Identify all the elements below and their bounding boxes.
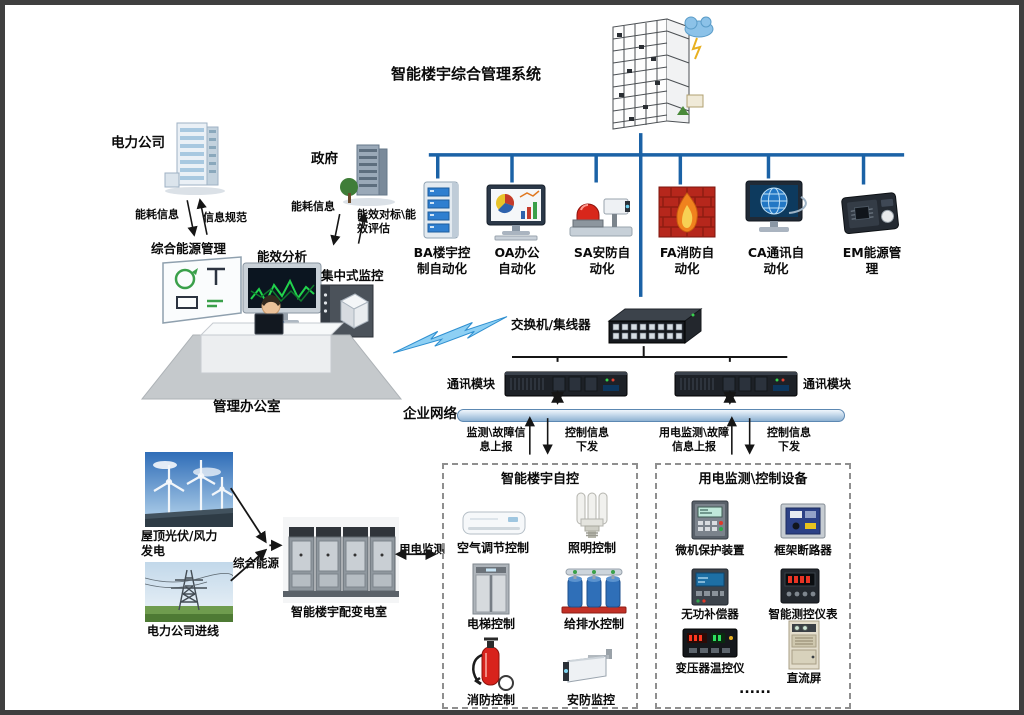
enterprise-network-label: 企业网络 (403, 406, 457, 422)
pylon-icon (171, 569, 207, 611)
integrated-energy-label: 综合能源 (233, 556, 279, 570)
wind-pv-photo (145, 452, 233, 527)
power-monitor-box: 用电监测\控制设备 微机保护装置 框架断路器 (655, 463, 851, 709)
government-building-icon (340, 144, 395, 206)
energy-info-label-2: 能耗信息 (291, 200, 335, 213)
lighting-control-label: 照明控制 (567, 541, 616, 555)
subsystem-label-oa: OA办公自动化 (494, 245, 540, 276)
power-line-photo (145, 562, 233, 622)
power-company-building-icon (164, 122, 225, 195)
ellipsis-label: ...... (739, 681, 771, 697)
desktop-monitor (254, 313, 284, 335)
power-monitoring-label: 用电监测 (399, 542, 445, 556)
fire-extinguisher-icon (472, 637, 514, 691)
cloud-icon (684, 16, 714, 38)
power-monitor-box-title: 用电监测\控制设备 (698, 472, 808, 487)
comm-module-left-label: 通讯模块 (447, 377, 496, 391)
fa-firewall-flame-icon (658, 186, 716, 238)
info-standard-label: 信息规范 (203, 211, 247, 224)
air-conditioner-icon (462, 511, 526, 535)
frame-breaker-icon (780, 503, 826, 539)
subsystem-label-ba: BA楼宇控制自动化 (413, 245, 471, 276)
energy-analysis-label: 能效分析 (257, 249, 308, 264)
frame-breaker-label: 框架断路器 (774, 543, 832, 557)
control-down-left-label: 控制信息下发 (565, 426, 609, 454)
hvac-control-label: 空气调节控制 (456, 541, 529, 555)
comm-module-right-icon (674, 371, 798, 397)
temp-controller-label: 变压器温控仪 (675, 661, 745, 675)
oa-monitor-chart-icon (486, 184, 546, 241)
dc-panel-label: 直流屏 (786, 671, 822, 685)
subsystem-label-ca: CA通讯自动化 (747, 245, 805, 276)
power-info-down-arrow (186, 200, 198, 237)
smart-meter-label: 智能测控仪表 (768, 607, 838, 621)
network-switch-icon (607, 308, 703, 344)
sa-alarm-camera-icon (569, 198, 633, 237)
monitor-report-right-label: 用电监测\故障信息上报 (658, 426, 730, 454)
central-monitoring-label: 集中式监控 (321, 268, 384, 283)
temp-controller-icon (682, 628, 738, 658)
page-title: 智能楼宇综合管理系统 (391, 65, 542, 83)
desk (200, 334, 332, 374)
reactive-compensator-icon (691, 568, 729, 606)
em-energy-device-icon (841, 192, 899, 235)
security-monitor-label: 安防监控 (566, 693, 615, 707)
subsystem-label-sa: SA安防自动化 (573, 245, 631, 276)
control-down-right-label: 控制信息下发 (767, 426, 811, 454)
ba-server-icon (423, 181, 459, 239)
building-control-box-title: 智能楼宇自控 (500, 472, 579, 487)
building-control-box: 智能楼宇自控 空气调节控制 照明控制 电梯控制 (442, 463, 638, 709)
monitor-report-left-label: 监测\故障信息上报 (466, 426, 526, 454)
energy-mgmt-panel-icon (162, 256, 242, 324)
wind-turbine-icon (153, 460, 233, 518)
tree-icon (340, 178, 358, 196)
smart-meter-icon (780, 568, 820, 604)
protection-device-label: 微机保护装置 (675, 543, 745, 557)
power-company-label: 电力公司 (111, 135, 165, 151)
subsystem-label-em: EM能源管理 (842, 245, 902, 276)
water-control-label: 给排水控制 (563, 617, 624, 631)
management-office-scene (140, 295, 403, 400)
reactive-compensator-label: 无功补偿器 (681, 607, 739, 621)
comm-module-left-icon (504, 371, 628, 397)
protection-device-icon (691, 500, 729, 540)
lightning-link-icon (392, 316, 508, 354)
switch-label: 交换机/集线器 (511, 317, 591, 332)
fire-control-label: 消防控制 (466, 693, 515, 707)
management-office-label: 管理办公室 (213, 399, 281, 415)
substation-cabinets-icon (283, 517, 399, 603)
pv-wind-label: 屋顶光伏/风力发电 (141, 529, 218, 559)
benchmark-label: 能效对标\能效评估 (357, 208, 417, 236)
elevator-icon (472, 563, 510, 615)
integrated-energy-mgmt-label: 综合能源管理 (151, 241, 227, 256)
substation-label: 智能楼宇配变电室 (291, 605, 388, 619)
water-pump-icon (561, 568, 627, 614)
subsystem-label-fa: FA消防自动化 (659, 245, 715, 276)
elevator-control-label: 电梯控制 (466, 617, 515, 631)
pv-supply-arrow (230, 487, 267, 544)
comm-module-right-label: 通讯模块 (803, 377, 852, 391)
smart-building-icon (612, 16, 714, 130)
cctv-camera-icon (563, 649, 612, 683)
energy-info-label-1: 能耗信息 (135, 208, 179, 221)
government-label: 政府 (311, 151, 338, 167)
enterprise-network-bar (457, 409, 845, 422)
dc-panel-icon (788, 620, 820, 670)
cfl-bulb-icon (576, 492, 608, 538)
grid-inline-label: 电力公司进线 (147, 624, 220, 638)
gov-info-down-arrow (330, 213, 341, 246)
ca-globe-monitor-icon (745, 180, 807, 232)
